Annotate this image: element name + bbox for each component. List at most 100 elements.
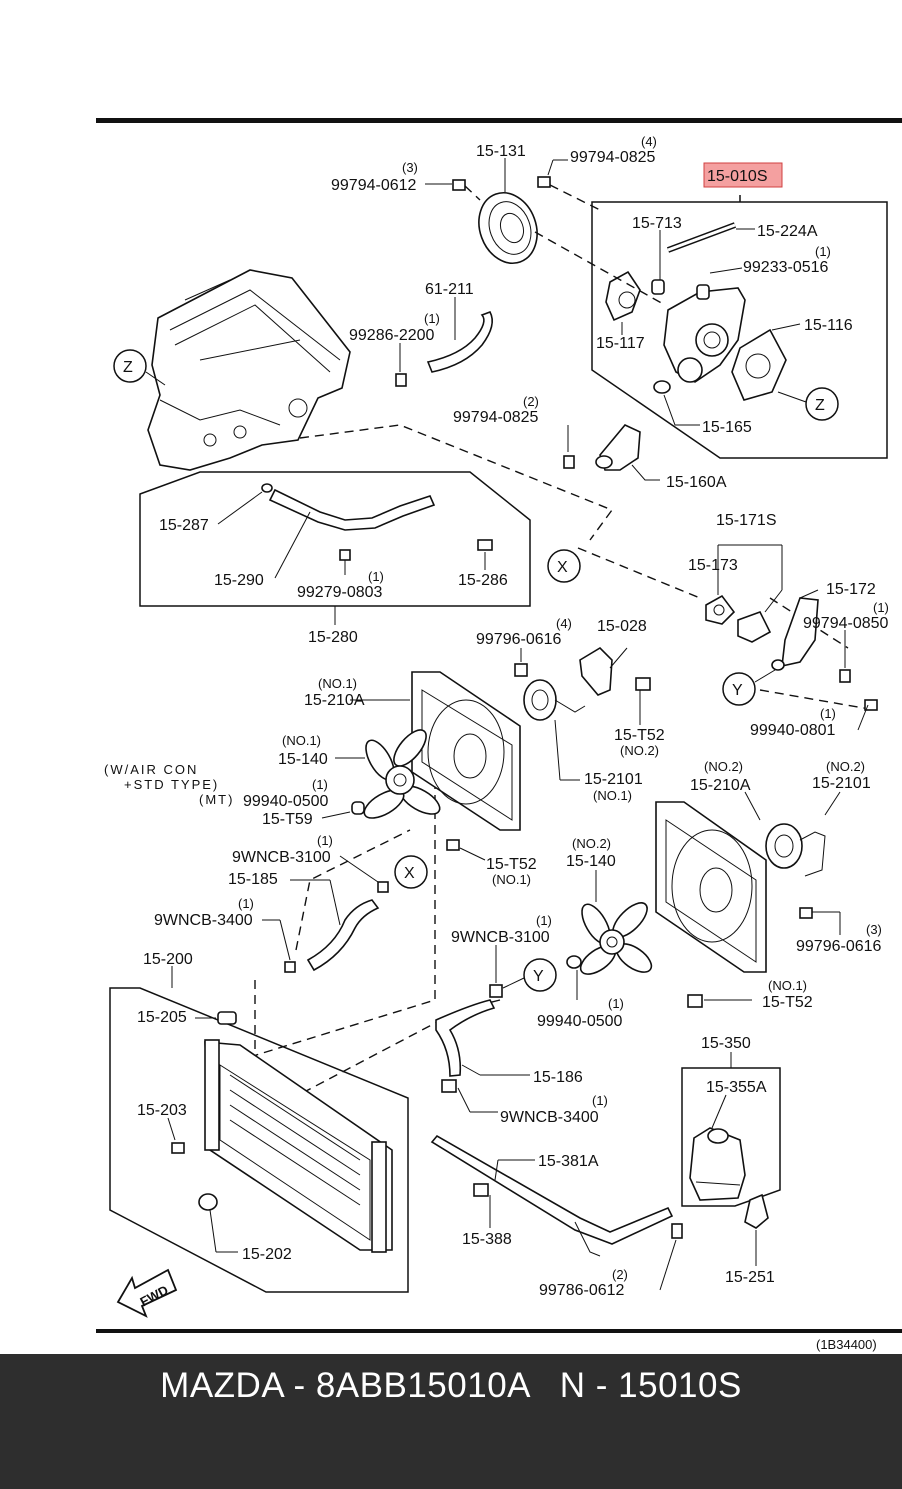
svg-text:99794-0850: 99794-0850 xyxy=(803,615,889,632)
svg-text:(W/AIR CON: (W/AIR CON xyxy=(104,762,198,777)
bottom-rule xyxy=(96,1329,902,1333)
svg-text:15-T59: 15-T59 xyxy=(262,811,313,828)
svg-text:15-2101: 15-2101 xyxy=(584,771,643,788)
svg-text:99940-0500: 99940-0500 xyxy=(243,793,329,810)
svg-text:15-T52: 15-T52 xyxy=(762,994,813,1011)
svg-text:(NO.1): (NO.1) xyxy=(593,788,632,803)
svg-text:99794-0825: 99794-0825 xyxy=(570,149,656,166)
svg-text:15-200: 15-200 xyxy=(143,951,193,968)
parts-diagram: (1B34400) 15-010S 15-713 15-224A (1) xyxy=(96,118,902,1352)
svg-text:(NO.1): (NO.1) xyxy=(282,733,321,748)
svg-text:15-280: 15-280 xyxy=(308,629,358,646)
svg-text:61-211: 61-211 xyxy=(425,281,474,298)
svg-text:99233-0516: 99233-0516 xyxy=(743,259,829,276)
svg-text:9WNCB-3100: 9WNCB-3100 xyxy=(451,929,550,946)
svg-text:15-350: 15-350 xyxy=(701,1035,751,1052)
svg-text:99279-0803: 99279-0803 xyxy=(297,584,383,601)
svg-text:Y: Y xyxy=(533,968,544,985)
svg-text:99940-0500: 99940-0500 xyxy=(537,1013,623,1030)
pulley-15-131: 15-131 (4) 99794-0825 (3) 99794-0612 xyxy=(331,134,666,306)
svg-text:(NO.2): (NO.2) xyxy=(826,759,865,774)
svg-text:15-028: 15-028 xyxy=(597,618,647,635)
engine-block: Z xyxy=(113,269,351,471)
svg-text:15-185: 15-185 xyxy=(228,871,278,888)
svg-text:15-2101: 15-2101 xyxy=(812,775,871,792)
svg-text:9WNCB-3100: 9WNCB-3100 xyxy=(232,849,331,866)
overflow-hose-15-381a: 15-381A 15-388 (2) 99786-0612 xyxy=(430,1134,683,1299)
svg-text:(3): (3) xyxy=(402,160,418,175)
svg-text:X: X xyxy=(557,559,568,576)
svg-text:(2): (2) xyxy=(612,1267,628,1282)
svg-text:(1): (1) xyxy=(238,896,254,911)
svg-text:Z: Z xyxy=(123,359,133,376)
reference-code: (1B34400) xyxy=(816,1337,877,1352)
svg-text:15-160A: 15-160A xyxy=(666,474,727,491)
svg-text:Y: Y xyxy=(732,682,743,699)
svg-text:15-T52: 15-T52 xyxy=(614,727,665,744)
svg-text:Z: Z xyxy=(815,397,825,414)
svg-text:15-171S: 15-171S xyxy=(716,512,777,529)
svg-text:15-210A: 15-210A xyxy=(690,777,751,794)
svg-text:99940-0801: 99940-0801 xyxy=(750,722,836,739)
svg-text:15-287: 15-287 xyxy=(159,517,209,534)
svg-text:(NO.1): (NO.1) xyxy=(768,978,807,993)
svg-text:(4): (4) xyxy=(556,616,572,631)
svg-text:15-186: 15-186 xyxy=(533,1069,583,1086)
svg-text:15-117: 15-117 xyxy=(596,335,645,352)
svg-text:15-140: 15-140 xyxy=(566,853,616,870)
svg-text:15-355A: 15-355A xyxy=(706,1079,767,1096)
svg-text:15-202: 15-202 xyxy=(242,1246,292,1263)
svg-text:15-010S: 15-010S xyxy=(707,168,768,185)
svg-text:(4): (4) xyxy=(641,134,657,149)
svg-text:(1): (1) xyxy=(368,569,384,584)
svg-text:15-388: 15-388 xyxy=(462,1231,512,1248)
footer-bar: MAZDA - 8ABB15010A N - 15010S xyxy=(0,1354,902,1489)
svg-text:X: X xyxy=(404,865,415,882)
svg-text:(MT): (MT) xyxy=(199,792,234,807)
svg-text:15-131: 15-131 xyxy=(476,143,526,160)
svg-text:(1): (1) xyxy=(536,913,552,928)
svg-text:15-172: 15-172 xyxy=(826,581,876,598)
svg-text:15-251: 15-251 xyxy=(725,1269,775,1286)
aircon-note: (W/AIR CON +STD TYPE) (MT) (1) 99940-050… xyxy=(104,762,365,828)
svg-text:(1): (1) xyxy=(312,777,328,792)
svg-text:99786-0612: 99786-0612 xyxy=(539,1282,625,1299)
svg-text:15-173: 15-173 xyxy=(688,557,738,574)
svg-text:(NO.2): (NO.2) xyxy=(572,836,611,851)
svg-text:15-713: 15-713 xyxy=(632,215,682,232)
svg-text:99794-0612: 99794-0612 xyxy=(331,177,417,194)
water-pump-assembly: 15-010S 15-713 15-224A (1) 99233-0516 15… xyxy=(591,162,888,459)
svg-text:(NO.2): (NO.2) xyxy=(620,743,659,758)
svg-text:15-T52: 15-T52 xyxy=(486,856,537,873)
svg-text:(NO.1): (NO.1) xyxy=(492,872,531,887)
svg-text:15-290: 15-290 xyxy=(214,572,264,589)
svg-text:(1): (1) xyxy=(873,600,889,615)
svg-text:15-165: 15-165 xyxy=(702,419,752,436)
svg-text:9WNCB-3400: 9WNCB-3400 xyxy=(500,1109,599,1126)
svg-text:(1): (1) xyxy=(317,833,333,848)
fan-blade-15-140-no1 xyxy=(363,729,441,819)
svg-text:99796-0616: 99796-0616 xyxy=(796,938,882,955)
thermostat-group: 15-171S 15-173 15-172 (1) 99794-0850 Y (… xyxy=(688,512,889,739)
fan-assembly-no2: (NO.2) 15-210A (NO.2) 15-2101 (NO.2) 15-… xyxy=(537,759,882,1030)
svg-text:(1): (1) xyxy=(820,706,836,721)
housing-15-160a: (2) 99794-0825 15-160A xyxy=(453,394,727,491)
svg-text:(NO.1): (NO.1) xyxy=(318,676,357,691)
svg-text:15-205: 15-205 xyxy=(137,1009,187,1026)
fan-blade-15-140-no2 xyxy=(579,902,653,975)
svg-text:15-140: 15-140 xyxy=(278,751,328,768)
svg-text:+STD TYPE): +STD TYPE) xyxy=(124,777,219,792)
svg-text:(1): (1) xyxy=(424,311,440,326)
hose-61-211: 61-211 (1) 99286-2200 xyxy=(349,281,493,387)
svg-text:99794-0825: 99794-0825 xyxy=(453,409,539,426)
svg-text:99796-0616: 99796-0616 xyxy=(476,631,562,648)
svg-text:9WNCB-3400: 9WNCB-3400 xyxy=(154,912,253,929)
hose-15-186: Y (1) 9WNCB-3100 15-186 (1) 9WNCB-3400 xyxy=(435,913,608,1126)
svg-text:(1): (1) xyxy=(592,1093,608,1108)
svg-text:99286-2200: 99286-2200 xyxy=(349,327,435,344)
svg-text:(3): (3) xyxy=(866,922,882,937)
svg-text:15-203: 15-203 xyxy=(137,1102,187,1119)
highlight-15-010s xyxy=(703,162,783,188)
radiator-15-200: 15-200 15-205 15-203 15-202 xyxy=(109,951,409,1293)
pipe-assembly-15-280: 15-287 15-290 (1) 99279-0803 15-286 15-2… xyxy=(139,471,581,646)
